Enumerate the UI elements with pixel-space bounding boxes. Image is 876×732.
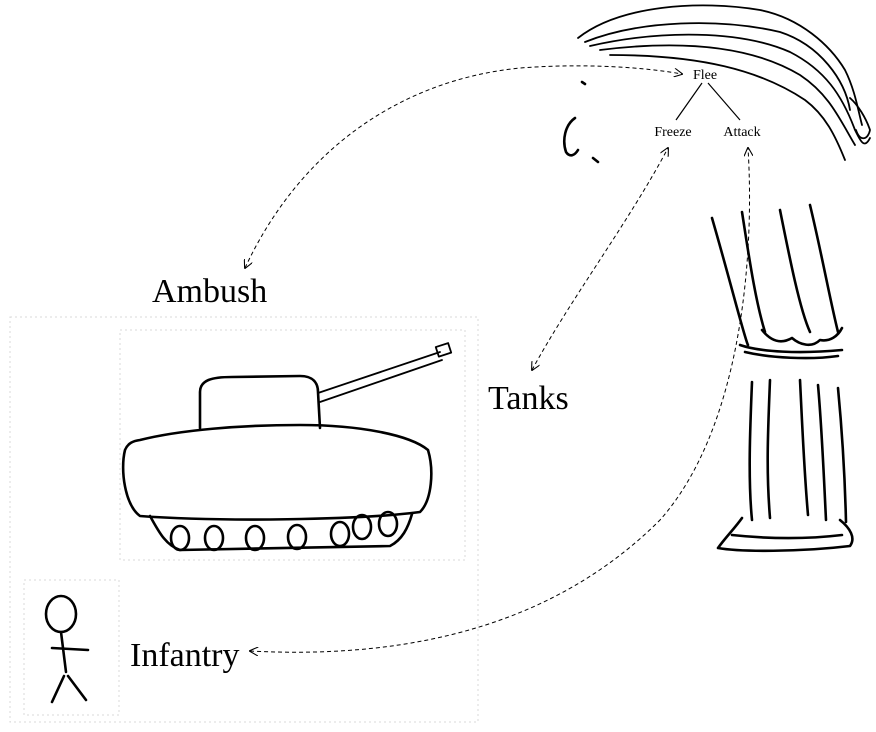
infantry-attack-arrow [250, 148, 750, 652]
response-tree: Flee Freeze Attack [654, 68, 760, 140]
tank-sketch [121, 342, 453, 552]
tanks-label: Tanks [488, 380, 569, 417]
tree-branch-right [707, 82, 741, 121]
flee-label: Flee [693, 68, 717, 83]
tree-branch-left [675, 82, 703, 121]
ambush-label: Ambush [152, 273, 267, 310]
ambush-flee-arrow [245, 65, 682, 268]
tanks-freeze-arrow [532, 148, 668, 370]
stick-figure-sketch [44, 594, 90, 704]
connectors [245, 65, 750, 652]
freeze-label: Freeze [654, 125, 691, 140]
attack-label: Attack [723, 125, 760, 140]
giant-sketch [563, 4, 871, 553]
infantry-label: Infantry [130, 637, 240, 674]
